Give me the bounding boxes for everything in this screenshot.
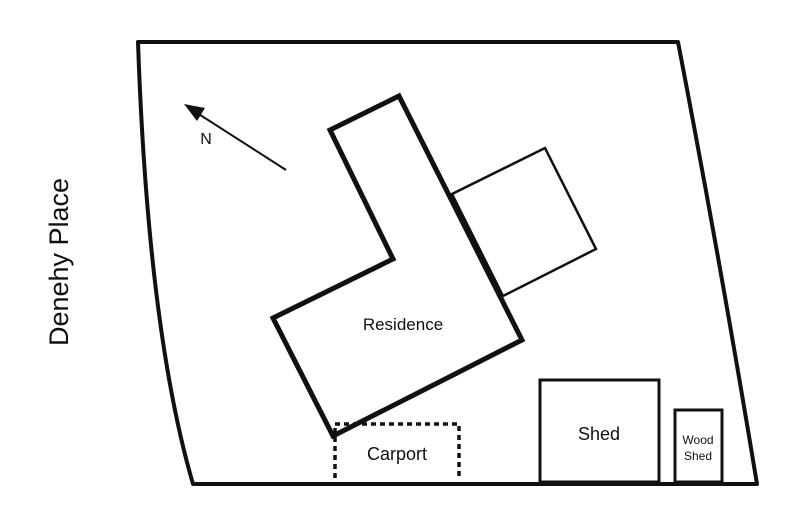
wood-shed-label-line2: Shed: [684, 449, 712, 463]
residence-annex: [450, 146, 598, 298]
residence-outline: [269, 92, 526, 440]
north-arrow-icon: [184, 104, 287, 171]
wood-shed-outline: [673, 408, 724, 484]
residence-label: Residence: [363, 315, 443, 334]
shed-outline: [538, 378, 661, 484]
shed-label: Shed: [578, 424, 620, 444]
carport-label: Carport: [367, 444, 427, 464]
north-label: N: [200, 131, 212, 148]
street-label: Denehy Place: [44, 178, 74, 346]
property-boundary: [136, 40, 759, 486]
wood-shed-label-line1: Wood: [682, 433, 713, 447]
carport-outline: [333, 422, 461, 478]
